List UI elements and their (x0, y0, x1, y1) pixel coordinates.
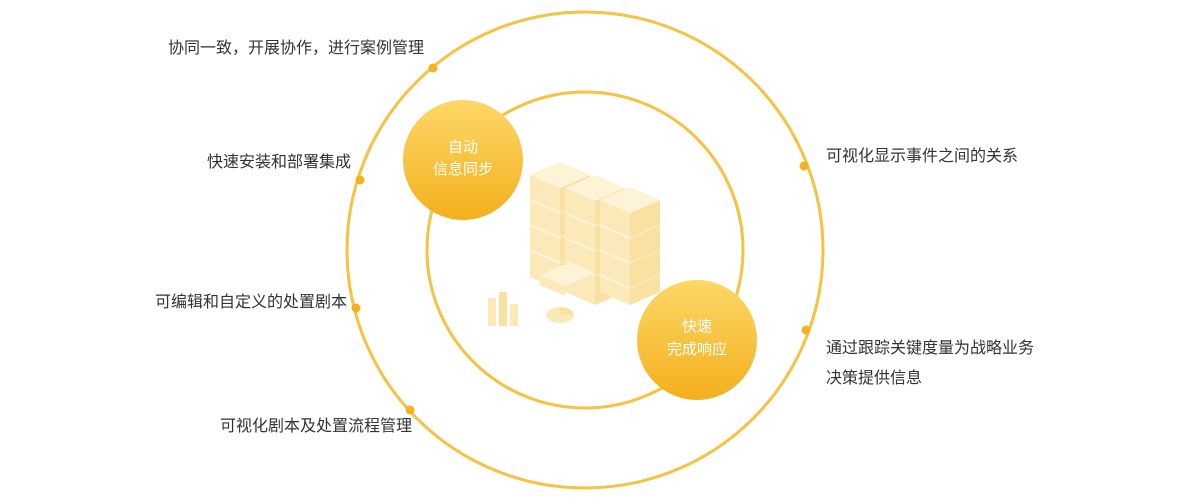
ring-dot (428, 63, 438, 73)
server-stack-illustration (488, 162, 661, 326)
feature-metrics-line1: 通过跟踪关键度量为战略业务 (826, 338, 1035, 357)
feature-metrics-line2: 决策提供信息 (826, 368, 923, 387)
auto-sync-badge: 自动 信息同步 (403, 100, 523, 220)
badge-line2: 信息同步 (433, 160, 493, 178)
fast-response-badge: 快速 完成响应 (637, 280, 757, 400)
badge-line1: 快速 (682, 317, 712, 335)
ring-dot (351, 303, 361, 313)
ring-dot (799, 161, 809, 171)
feature-event-relations: 可视化显示事件之间的关系 (826, 146, 1019, 165)
badge-line2: 完成响应 (667, 340, 727, 358)
inner-ring (425, 90, 745, 410)
ring-dot (355, 175, 365, 185)
feature-playbook-editing: 可编辑和自定义的处置剧本 (154, 292, 347, 311)
feature-playbook-visualization: 可视化剧本及处置流程管理 (219, 416, 412, 435)
feature-deployment: 快速安装和部署集成 (206, 152, 351, 171)
badge-line1: 自动 (448, 138, 478, 156)
ring-dot (405, 405, 415, 415)
ring-dot (801, 325, 811, 335)
outer-ring (345, 10, 825, 490)
feature-collaboration: 协同一致，开展协作，进行案例管理 (167, 38, 424, 57)
